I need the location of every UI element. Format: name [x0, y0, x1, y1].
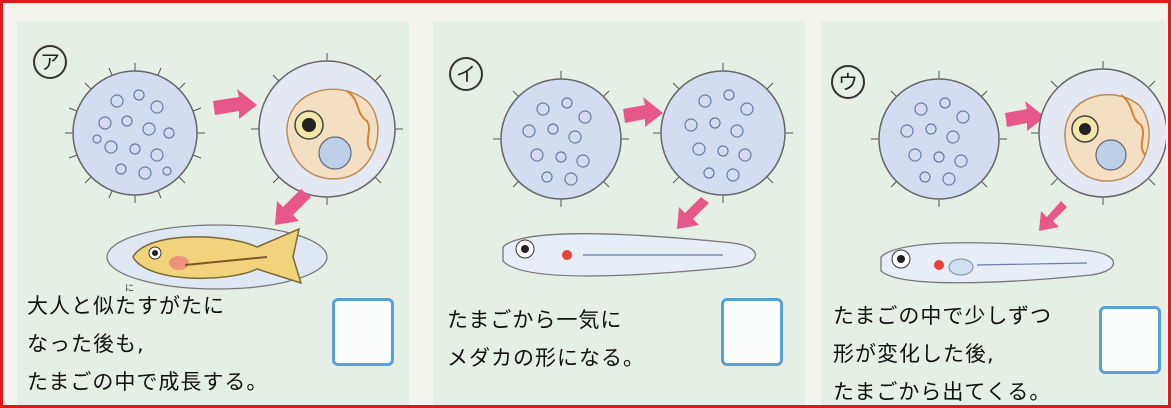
arrow-icon	[1005, 101, 1045, 131]
arrow-icon	[623, 97, 663, 127]
ruby-ni: に	[125, 284, 135, 294]
panel-a-label: ア	[33, 45, 67, 79]
adult-fish-icon	[106, 224, 328, 290]
panel-i-illustration	[493, 63, 793, 277]
embryo-icon	[251, 53, 403, 205]
panel-u-description: たまごの中で少しずつ 形が変化した後, たまごから出てくる。	[833, 297, 1052, 405]
arrow-icon	[275, 189, 311, 225]
description-line: たまごから一気に	[447, 308, 623, 332]
embryo-icon	[1031, 61, 1166, 205]
egg-icon	[871, 71, 1007, 207]
answer-box-u[interactable]	[1099, 306, 1161, 374]
panel-u-label: ウ	[831, 65, 865, 99]
panel-i-description: たまごから一気に メダカの形になる。	[447, 301, 645, 377]
description-line: 形が変化した後,	[833, 342, 995, 366]
description-line: なった後も,	[27, 332, 145, 356]
larva-icon	[880, 242, 1114, 284]
arrow-icon	[213, 89, 257, 119]
arrow-icon	[677, 197, 709, 229]
answer-box-i[interactable]	[721, 298, 783, 366]
panel-a: ア に 大人と似たすがたに なった後も, たまごの中で成長する。	[17, 21, 409, 405]
egg-icon	[493, 71, 629, 207]
panel-u-illustration	[871, 61, 1166, 284]
egg-icon	[65, 63, 205, 203]
panel-u: ウ たまごの中で少しずつ 形が変化した後, たまごから出てくる。	[821, 21, 1166, 405]
egg-icon	[653, 63, 793, 203]
panel-i: イ たまごから一気に メダカの形になる。	[433, 21, 805, 405]
panel-i-label: イ	[449, 57, 483, 91]
panel-a-description: 大人と似たすがたに なった後も, たまごの中で成長する。	[27, 287, 268, 401]
description-line: 大人と似たすがたに	[27, 294, 225, 318]
answer-box-a[interactable]	[332, 298, 394, 366]
panel-a-illustration	[65, 53, 403, 290]
arrow-icon	[1039, 201, 1067, 231]
description-line: たまごの中で少しずつ	[833, 304, 1052, 328]
larva-icon	[502, 233, 756, 277]
description-line: メダカの形になる。	[447, 346, 645, 370]
description-line: たまごから出てくる。	[833, 380, 1052, 404]
description-line: たまごの中で成長する。	[27, 370, 269, 394]
